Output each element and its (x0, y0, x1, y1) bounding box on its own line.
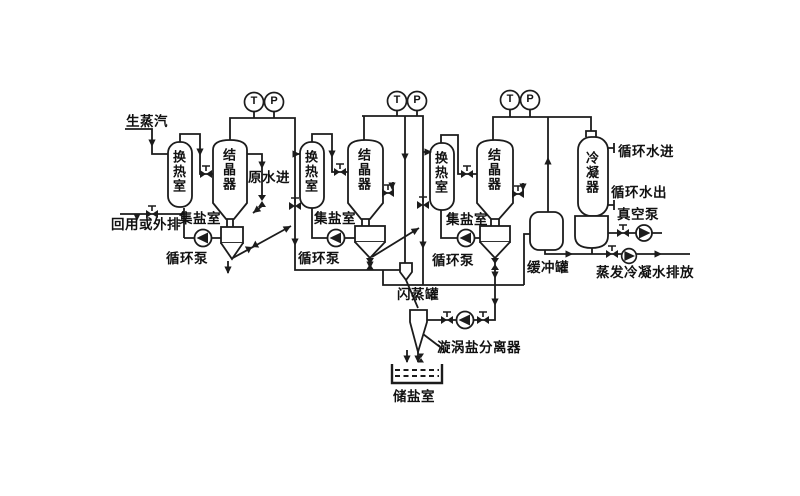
pressure-gauge-label: P (270, 95, 278, 107)
circulation-pump-3-icon (456, 228, 476, 248)
vacuum-pump-icon (635, 224, 653, 242)
salt-collection-vessel-1 (220, 226, 244, 261)
buffer-tank-vessel (529, 211, 564, 251)
temperature-gauge-icon (243, 91, 265, 113)
salt-collection-vessel-3 (479, 225, 511, 260)
salt-storage-tank (390, 364, 444, 385)
reuse-or-discharge-label: 回用或外排 (111, 217, 181, 232)
heat-exchanger-vessel-1 (167, 141, 193, 208)
pressure-gauge-icon (406, 90, 428, 112)
temperature-gauge-icon (386, 90, 408, 112)
temperature-gauge-icon (499, 89, 521, 111)
raw-water-in-label: 原水进 (248, 170, 290, 185)
evap-condensate-discharge-label: 蒸发冷凝水排放 (596, 265, 694, 280)
crystallizer-2-label: 结晶器 (356, 148, 371, 192)
vortex-separator-vessel (409, 309, 428, 356)
flash-tank-label: 闪蒸罐 (397, 287, 439, 302)
heat-exchanger-3-label: 换热室 (433, 151, 448, 195)
salt-chamber-2-label: 集盐室 (314, 211, 356, 226)
salt-chamber-1-label: 集盐室 (179, 211, 221, 226)
pressure-gauge-icon (263, 91, 285, 113)
circulating-water-in-label: 循环水进 (618, 144, 674, 159)
circulation-pump-1-label: 循环泵 (166, 251, 208, 266)
crystallizer-vessel-1 (212, 139, 248, 227)
temperature-gauge-label: T (393, 94, 401, 106)
raw-steam-label: 生蒸汽 (126, 114, 168, 129)
condensate-discharge-pump-icon (620, 247, 638, 265)
vacuum-pump-label: 真空泵 (617, 207, 659, 222)
circulating-water-out-label: 循环水出 (611, 185, 667, 200)
vortex-separator-label: 漩涡盐分离器 (437, 340, 521, 355)
circulation-pump-3-label: 循环泵 (432, 253, 474, 268)
condensate-receiver-vessel (574, 215, 609, 249)
heat-exchanger-vessel-3 (429, 142, 455, 211)
circulation-pump-2-icon (326, 228, 346, 248)
salt-storage-label: 储盐室 (393, 389, 435, 404)
circulation-pump-1-icon (193, 228, 213, 248)
pressure-gauge-icon (519, 89, 541, 111)
pressure-gauge-label: P (413, 94, 421, 106)
temperature-gauge-label: T (250, 95, 258, 107)
circulation-pump-2-label: 循环泵 (298, 251, 340, 266)
temperature-gauge-label: T (506, 93, 514, 105)
flash-tank-vessel (399, 262, 413, 282)
buffer-tank-label: 缓冲罐 (527, 260, 569, 275)
salt-chamber-3-label: 集盐室 (446, 212, 488, 227)
separator-feed-pump-icon (455, 310, 475, 330)
heat-exchanger-2-label: 换热室 (303, 150, 318, 194)
heat-exchanger-1-label: 换热室 (171, 150, 186, 194)
salt-collection-vessel-2 (354, 225, 386, 260)
heat-exchanger-vessel-2 (299, 141, 325, 209)
condenser-label: 冷凝器 (584, 151, 599, 195)
crystallizer-3-label: 结晶器 (486, 148, 501, 192)
crystallizer-1-label: 结晶器 (221, 148, 236, 192)
pressure-gauge-label: P (526, 93, 534, 105)
